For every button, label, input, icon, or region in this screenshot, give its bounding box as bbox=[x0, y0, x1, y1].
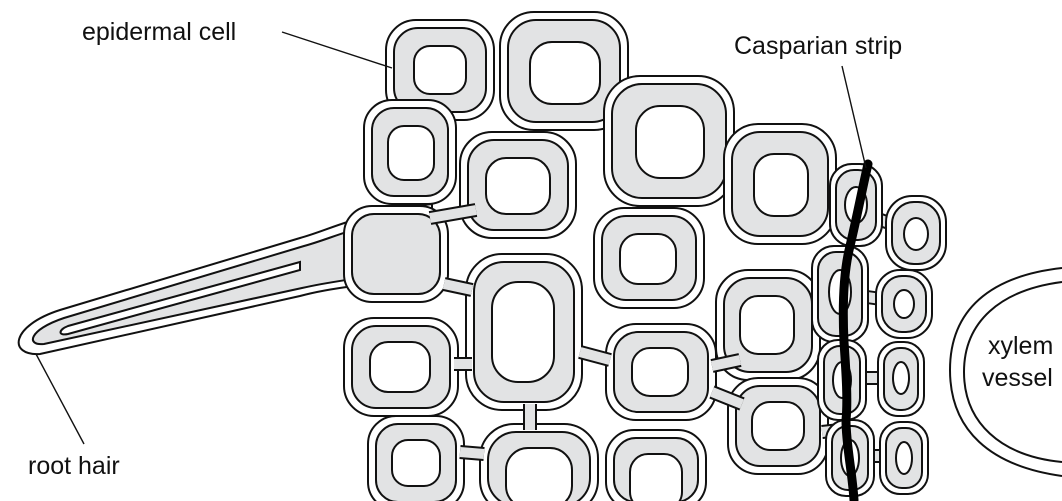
cortex-cell bbox=[594, 208, 704, 308]
pericycle-cell bbox=[880, 422, 928, 494]
root-hair-leader bbox=[36, 354, 84, 444]
cortex-cell bbox=[364, 100, 456, 204]
epidermal-cell-leader bbox=[282, 32, 392, 68]
cortex-cell bbox=[728, 378, 828, 474]
casparian-strip-leader bbox=[842, 66, 866, 168]
cortex-cell bbox=[466, 254, 582, 410]
xylem-vessel-label-line1: xylem bbox=[988, 332, 1053, 360]
epidermal-cell-label: epidermal cell bbox=[82, 18, 236, 46]
casparian-strip-label: Casparian strip bbox=[734, 32, 902, 60]
pericycle bbox=[876, 196, 946, 494]
cortex-cell bbox=[606, 430, 706, 501]
cortex-cell bbox=[480, 424, 598, 501]
xylem-vessel-label-line2: vessel bbox=[982, 364, 1053, 392]
cortex-cell bbox=[344, 318, 458, 416]
root-hair-label: root hair bbox=[28, 452, 120, 480]
cortex-cell bbox=[368, 416, 464, 501]
cortex-cell bbox=[604, 76, 734, 206]
epidermis-and-cortex bbox=[344, 12, 836, 501]
pericycle-cell bbox=[886, 196, 946, 270]
pericycle-cell bbox=[876, 270, 932, 338]
cortex-cell bbox=[724, 124, 836, 244]
pericycle-cell bbox=[878, 342, 924, 416]
cortex-cell bbox=[460, 132, 576, 238]
cortex-cell bbox=[606, 324, 716, 420]
